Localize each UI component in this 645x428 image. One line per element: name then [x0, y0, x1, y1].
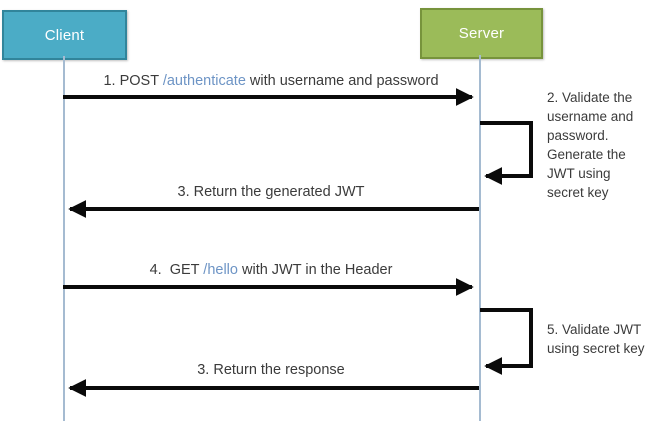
server-self-loop-1: [480, 121, 533, 185]
message-1-endpoint: /authenticate: [162, 73, 246, 89]
message-3-label: 3. Return the generated JWT: [177, 184, 365, 200]
server-note-5: 5. Validate JWT using secret key: [547, 322, 645, 356]
message-4-label: 4. GET /hello with JWT in the Header: [63, 262, 479, 278]
message-4-endpoint: /hello: [203, 262, 238, 278]
message-1-text-pre: 1. POST: [103, 73, 163, 89]
message-4-text-post: with JWT in the Header: [237, 262, 393, 278]
server-actor-box: Server: [420, 8, 543, 59]
client-actor-label: Client: [44, 26, 85, 44]
message-1-text-post: with username and password: [245, 73, 439, 89]
message-1-label: 1. POST /authenticate with username and …: [63, 73, 479, 89]
server-self-loop-2: [480, 308, 533, 375]
server-note-2: 2. Validate the username and password. G…: [547, 90, 634, 200]
client-actor-box: Client: [2, 10, 127, 60]
message-4-text-pre: 4. GET: [149, 262, 204, 278]
message-6-label: 3. Return the response: [197, 362, 345, 378]
server-lifeline: [479, 55, 481, 421]
client-lifeline: [63, 56, 65, 421]
server-actor-label: Server: [458, 25, 505, 42]
